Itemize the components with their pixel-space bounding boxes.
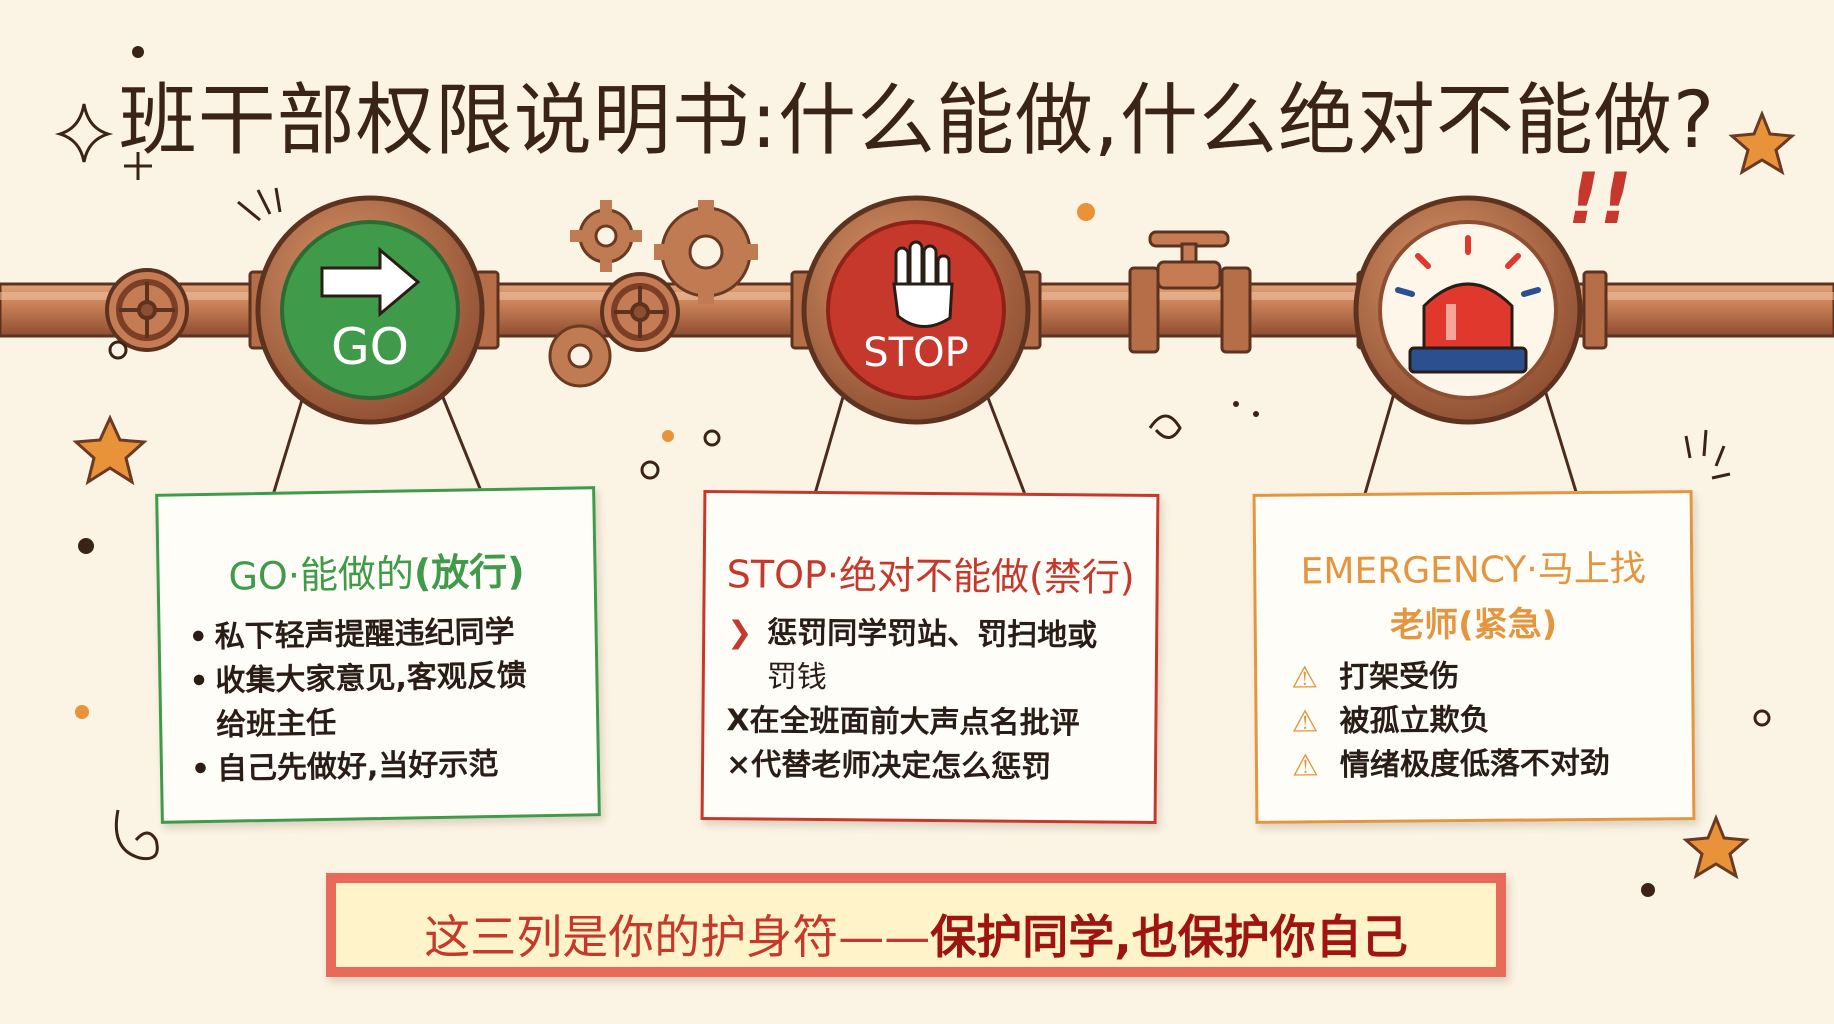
warning-icon: ⚠ (1291, 660, 1319, 696)
emergency-card-title-line2: 老师(紧急) (1390, 604, 1558, 646)
page-title: 班干部权限说明书:什么能做,什么绝对不能做? (118, 76, 1716, 166)
list-item: • 私下轻声提醒违纪同学 (188, 614, 515, 656)
list-item: ⚠ 打架受伤 (1291, 654, 1609, 701)
emergency-card: EMERGENCY·马上找 老师(紧急) ⚠ 打架受伤 ⚠ 被孤立欺负 ⚠ 情绪… (1252, 490, 1696, 824)
list-item-continuation: 给班主任 (190, 698, 528, 748)
warning-icon: ⚠ (1291, 748, 1320, 784)
list-item: ⚠ 被孤立欺负 (1291, 698, 1609, 745)
sparkle-icon (54, 103, 152, 180)
go-item-text: 私下轻声提醒违纪同学 (214, 614, 515, 655)
go-card: GO·能做的(放行) • 私下轻声提醒违纪同学 • 收集大家意见,客观反馈 给班… (155, 486, 601, 824)
go-card-title: GO·能做的(放行) (159, 539, 594, 602)
banner-text-bold: 保护同学,也保护你自己 (930, 910, 1408, 964)
banner-text: 这三列是你的护身符——保护同学,也保护你自己 (336, 901, 1496, 967)
hand-icon (892, 240, 954, 328)
list-item: • 自己先做好,当好示范 (190, 746, 499, 788)
stop-item-text: 惩罚同学罚站、罚扫地或 (767, 615, 1098, 654)
go-card-title-bold: (放行) (413, 549, 526, 596)
go-card-title-main: GO·能做的 (228, 551, 415, 599)
emergency-gauge (1353, 195, 1583, 425)
go-gauge (255, 195, 485, 425)
bottom-banner: 这三列是你的护身符——保护同学,也保护你自己 (326, 873, 1506, 977)
go-item-text: 给班主任 (215, 705, 337, 743)
list-item-continuation: 罚钱 (727, 655, 1097, 702)
siren-icon (1395, 235, 1541, 374)
go-item-text: 收集大家意见,客观反馈 (215, 658, 528, 699)
stop-sign-label: STOP (863, 330, 969, 376)
stop-item-text: ×代替老师决定怎么惩罚 (725, 747, 1052, 786)
list-item: • 收集大家意见,客观反馈 (189, 658, 528, 700)
stop-item-text: X在全班面前大声点名批评 (726, 703, 1080, 742)
star-icon (72, 109, 1796, 880)
valve-wheel-center-icon (600, 272, 680, 352)
emergency-card-title-line1: EMERGENCY·马上找 (1300, 548, 1646, 593)
warning-icon: ⚠ (1291, 704, 1319, 740)
banner-text-main: 这三列是你的护身符—— (424, 910, 931, 964)
valve-wheel-icon (105, 268, 189, 352)
faucet-icon (1148, 230, 1230, 290)
list-item: ⚠ 情绪极度低落不对劲 (1292, 742, 1610, 789)
emergency-item-text: 被孤立欺负 (1339, 702, 1490, 740)
go-item-text: 自己先做好,当好示范 (216, 746, 499, 787)
gears-icon (548, 200, 758, 388)
list-item: ×代替老师决定怎么惩罚 (726, 743, 1096, 790)
chevron-right-icon: ❯ (727, 615, 753, 651)
stop-card-title: STOP·绝对不能做(禁行) (726, 552, 1135, 600)
stop-item-text: 罚钱 (766, 659, 827, 696)
emergency-item-text: 情绪极度低落不对劲 (1339, 745, 1611, 784)
stop-gauge (801, 195, 1031, 425)
exclaim-mark: !! (1568, 158, 1632, 240)
emergency-item-text: 打架受伤 (1339, 659, 1460, 696)
list-item: ❯ 惩罚同学罚站、罚扫地或 (727, 611, 1097, 658)
list-item: X在全班面前大声点名批评 (726, 699, 1096, 746)
stop-card: STOP·绝对不能做(禁行) ❯ 惩罚同学罚站、罚扫地或 罚钱 X在全班面前大声… (700, 490, 1160, 824)
arrow-right-icon (320, 246, 421, 318)
go-sign-label: GO (330, 318, 410, 376)
